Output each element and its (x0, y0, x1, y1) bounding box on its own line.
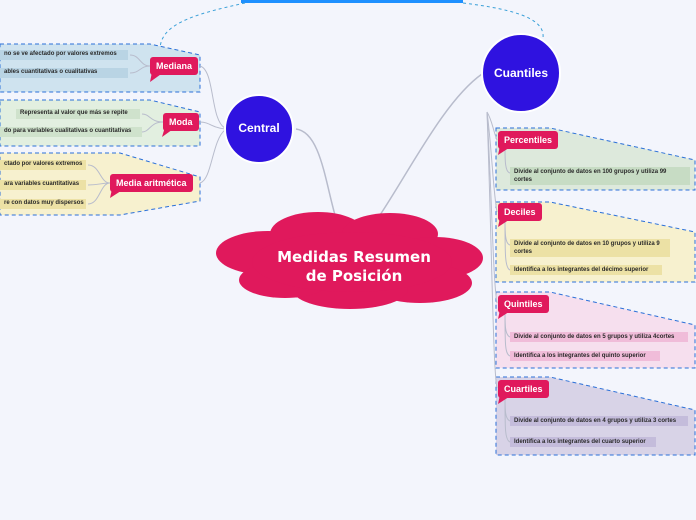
quintiles-leaf-bg-2 (510, 351, 660, 361)
connector-cuartiles-leaf-2 (504, 396, 511, 443)
deciles-leaf-bg-1 (510, 239, 670, 257)
connector-media-leaf-1 (87, 164, 111, 184)
mediana-leaf-bg-1 (0, 50, 128, 60)
top-bar (241, 0, 463, 3)
central-circle[interactable] (224, 94, 294, 164)
central-topic-title: Medidas Resumen de Posición (240, 248, 468, 286)
mediana-leaf-bg-2 (0, 68, 128, 78)
media-leaf-bg-1 (0, 160, 86, 170)
moda-tag[interactable]: Moda (163, 113, 199, 131)
connector-deciles-leaf-2 (504, 219, 511, 271)
central-topic-line-2: de Posición (305, 267, 403, 285)
cuartiles-leaf-bg-1 (510, 416, 688, 426)
mediana-item-1: no se ve afectado por valores extremos (4, 51, 117, 57)
connector-mediana-leaf-2 (129, 65, 151, 74)
connector-percentiles (486, 111, 498, 141)
connector-media (199, 129, 226, 184)
relationship-arrow-right (462, 2, 544, 39)
percentiles-item-2: cortes (514, 177, 533, 183)
quintiles-item-2: Identifica a los integrantes del quinto … (514, 353, 646, 359)
deciles-item-2: cortes (514, 249, 533, 255)
moda-leaf-bg-2 (0, 127, 142, 137)
connector-mediana (199, 65, 226, 129)
moda-leaf-bg-1 (16, 109, 140, 119)
connector-cuantiles (379, 73, 483, 216)
mediana-item-2: ables cuantitativas o cualitativas (4, 69, 98, 75)
central-topic-line-1: Medidas Resumen (277, 248, 431, 266)
cuartiles-item-1: Divide al conjunto de datos en 4 grupos … (514, 418, 677, 424)
deciles-tag[interactable]: Deciles (498, 203, 542, 221)
connector-moda-leaf-2 (141, 121, 164, 133)
media-item-2: ara variables cuantitativas (4, 181, 80, 187)
connector-quintiles (486, 111, 498, 304)
mediana-tag[interactable]: Mediana (150, 57, 199, 75)
deciles-item-1: Divide al conjunto de datos en 10 grupos… (514, 241, 660, 247)
connector-moda (199, 121, 226, 130)
connector-central (295, 128, 336, 216)
quintiles-leaf-bg-1 (510, 332, 688, 342)
connector-percentiles-leaf (504, 147, 511, 174)
media-aritmetica-tag[interactable]: Media aritmética (110, 174, 193, 192)
cuartiles-item-2: Identifica a los integrantes del cuarto … (514, 439, 646, 445)
cuartiles-leaf-bg-2 (510, 437, 656, 447)
moda-item-1: Representa al valor que más se repite (20, 110, 128, 116)
media-item-1: ctado por valores extremos (4, 161, 83, 167)
central-label: Central (238, 121, 280, 135)
connector-media-leaf-3 (87, 182, 111, 205)
cuantiles-circle[interactable] (481, 33, 561, 113)
deciles-leaf-bg-2 (510, 265, 662, 275)
central-cloud[interactable] (216, 212, 483, 309)
moda-item-2: do para variables cualitativas o cuantit… (4, 128, 132, 134)
media-leaf-bg-2 (0, 180, 86, 190)
connector-deciles (486, 111, 498, 213)
connector-cuartiles (486, 111, 498, 389)
percentiles-tag[interactable]: Percentiles (498, 131, 559, 149)
quintiles-item-1: Divide al conjunto de datos en 5 grupos … (514, 334, 675, 340)
relationship-arrow-left (159, 2, 246, 51)
deciles-item-3: Identifica a los integrantes del décimo … (514, 267, 649, 273)
media-item-3: re con datos muy dispersos (4, 200, 84, 206)
cuantiles-label: Cuantiles (493, 66, 548, 80)
percentiles-item-1: Divide al conjunto de datos en 100 grupo… (514, 169, 667, 175)
percentiles-leaf-bg (510, 167, 690, 185)
media-leaf-bg-3 (0, 199, 86, 209)
cuartiles-tag[interactable]: Cuartiles (498, 380, 549, 398)
connector-quintiles-leaf-2 (504, 311, 511, 357)
quintiles-tag[interactable]: Quintiles (498, 295, 549, 313)
